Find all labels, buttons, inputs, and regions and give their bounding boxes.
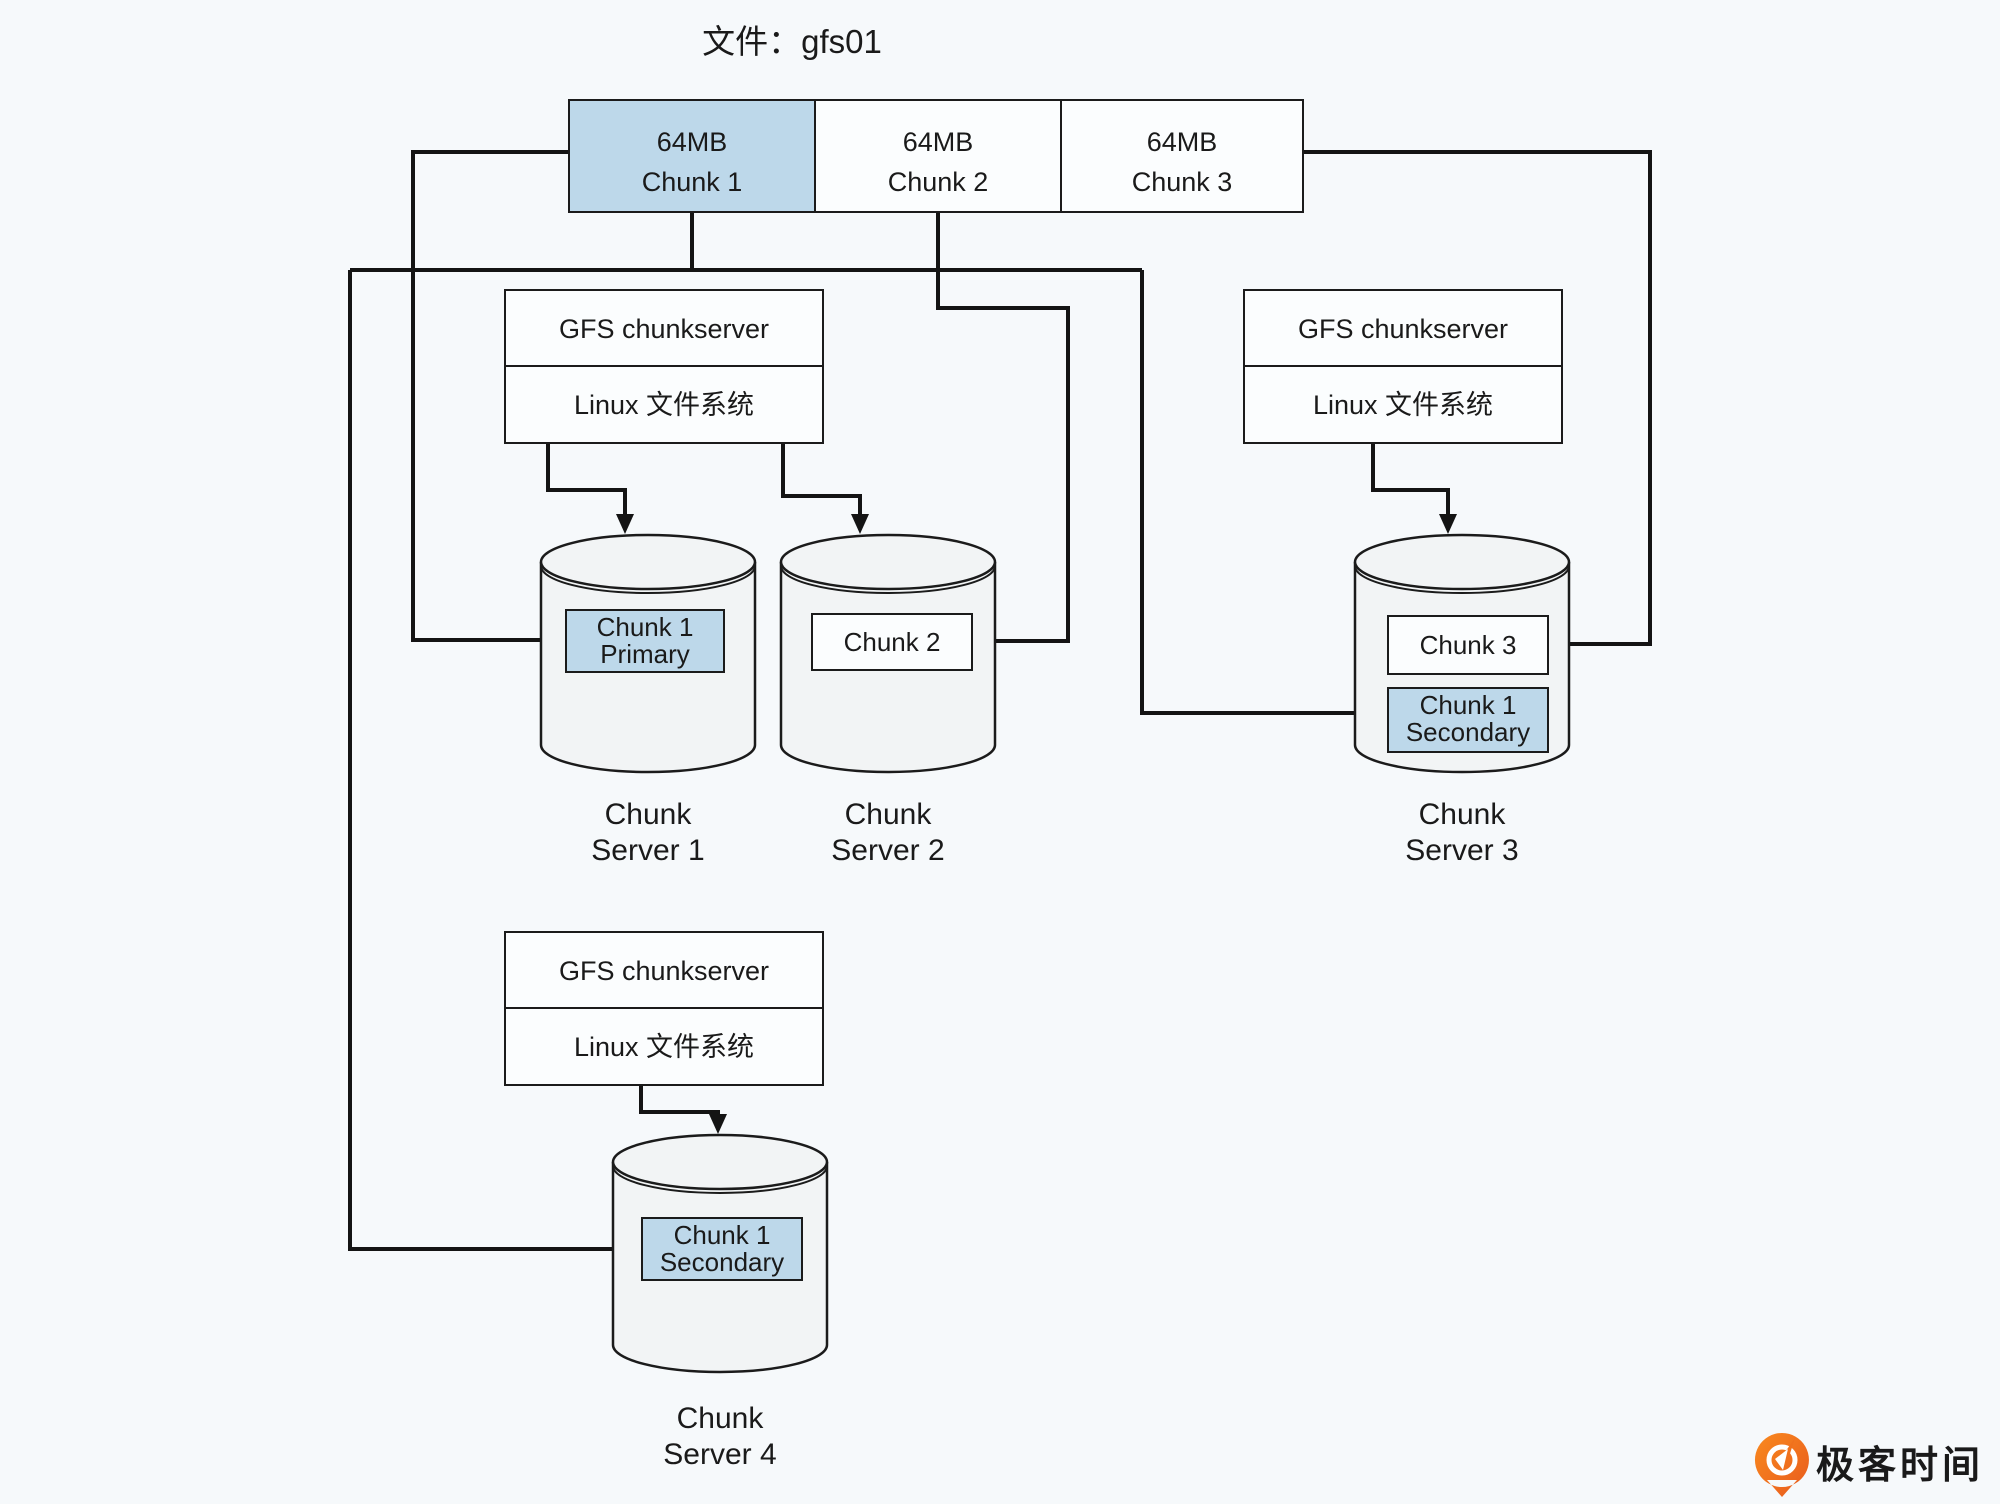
server4-chunk-line2: Secondary bbox=[660, 1247, 784, 1277]
chunk-3-size: 64MB bbox=[1147, 127, 1218, 157]
chunk-2-label: Chunk 2 bbox=[888, 167, 989, 197]
disk-cylinder-rim-icon bbox=[1354, 565, 1570, 594]
disk-cylinder-lid-icon bbox=[539, 533, 757, 591]
connector-gfs-c-to-disk4 bbox=[639, 1085, 720, 1114]
server4-chunk1-secondary-box bbox=[641, 1217, 803, 1281]
disk-cylinder-rim-icon bbox=[612, 1165, 828, 1194]
gfs-chunkserver-box-b: GFS chunkserver Linux 文件系统 bbox=[1243, 289, 1563, 444]
arrowhead-down-icon bbox=[851, 514, 869, 534]
chunk-server-3-disk: Chunk 3 Chunk 1 Secondary Chunk Server 3 bbox=[1353, 533, 1571, 867]
server3-name-line2: Server 3 bbox=[1405, 834, 1518, 867]
gfs-box-b-row2: Linux 文件系统 bbox=[1313, 390, 1493, 420]
geektime-logo-text: 极客时间 bbox=[1816, 1444, 1984, 1487]
chunk-1-cell: 64MB Chunk 1 bbox=[568, 99, 816, 213]
chunk-server-2-disk: Chunk 2 Chunk Server 2 bbox=[779, 533, 997, 867]
server1-chunk1-primary-box bbox=[565, 609, 725, 673]
server1-chunk-line1: Chunk 1 bbox=[597, 612, 694, 642]
server1-chunk-line2: Primary bbox=[600, 639, 690, 669]
chunk-1-cell-rect bbox=[568, 99, 816, 213]
server2-chunk2-box bbox=[811, 613, 973, 671]
connector-chunk1-to-server1-primary bbox=[411, 150, 569, 642]
gfs-box-b-row1: GFS chunkserver bbox=[1298, 314, 1508, 344]
server3-chunk3-box bbox=[1387, 615, 1549, 675]
disk-cylinder-lid-icon bbox=[1353, 533, 1571, 591]
gfs-box-c-row2: Linux 文件系统 bbox=[574, 1032, 754, 1062]
server1-name-line1: Chunk bbox=[605, 798, 693, 831]
connector-bus-to-server4-secondary bbox=[348, 270, 622, 1251]
chunk-2-cell-rect bbox=[814, 99, 1062, 213]
arrowhead-down-icon bbox=[709, 1114, 727, 1134]
connector-chunk2-to-server2 bbox=[936, 212, 1070, 643]
file-chunk-bar: 64MB Chunk 1 64MB Chunk 2 64MB Chunk 3 bbox=[568, 99, 1304, 213]
chunk-server-1-disk: Chunk 1 Primary Chunk Server 1 bbox=[539, 533, 757, 867]
server1-name-line2: Server 1 bbox=[591, 834, 704, 867]
server2-name-line2: Server 2 bbox=[831, 834, 944, 867]
geektime-ring-icon bbox=[1766, 1444, 1798, 1476]
server3-name-line1: Chunk bbox=[1419, 798, 1507, 831]
disk-cylinder-rim-icon bbox=[780, 565, 996, 594]
server3-chunk-top-line1: Chunk 3 bbox=[1420, 630, 1517, 660]
diagram-title: 文件：gfs01 bbox=[702, 23, 882, 60]
connector-chunk3-to-server3 bbox=[1303, 150, 1652, 646]
chunk-1-size: 64MB bbox=[657, 127, 728, 157]
chunk-1-label: Chunk 1 bbox=[642, 167, 743, 197]
geektime-logo: 极客时间 bbox=[1754, 1433, 1984, 1497]
server4-chunk-line1: Chunk 1 bbox=[674, 1220, 771, 1250]
server2-name-line1: Chunk bbox=[845, 798, 933, 831]
server2-chunk-line1: Chunk 2 bbox=[844, 627, 941, 657]
connector-bus-to-server3-secondary bbox=[1140, 270, 1363, 715]
geektime-needle-tip-icon bbox=[1775, 1449, 1788, 1470]
chunk-3-label: Chunk 3 bbox=[1132, 167, 1233, 197]
gfs-chunkserver-box-c: GFS chunkserver Linux 文件系统 bbox=[504, 931, 824, 1086]
server3-chunk-bottom-line2: Secondary bbox=[1406, 717, 1530, 747]
chunk-2-size: 64MB bbox=[903, 127, 974, 157]
server3-chunk1-secondary-box bbox=[1387, 687, 1549, 753]
arrowhead-down-icon bbox=[1439, 514, 1457, 534]
gfs-box-a-row2: Linux 文件系统 bbox=[574, 390, 754, 420]
gfs-chunkserver-box-a: GFS chunkserver Linux 文件系统 bbox=[504, 289, 824, 444]
disk-cylinder-lid-icon bbox=[779, 533, 997, 591]
arrowhead-down-icon bbox=[616, 514, 634, 534]
chunk-server-4-disk: Chunk 1 Secondary Chunk Server 4 bbox=[611, 1133, 829, 1471]
server4-name-line1: Chunk bbox=[677, 1402, 765, 1435]
chunk-3-cell: 64MB Chunk 3 bbox=[1060, 99, 1304, 213]
connector-gfs-a-to-disk1 bbox=[546, 443, 627, 514]
connector-gfs-a-to-disk2 bbox=[781, 443, 862, 514]
chunk-3-cell-rect bbox=[1060, 99, 1304, 213]
disk-cylinder-lid-icon bbox=[611, 1133, 829, 1191]
disk-cylinder-rim-icon bbox=[540, 565, 756, 594]
server4-name-line2: Server 4 bbox=[663, 1438, 776, 1471]
gfs-box-a-row1: GFS chunkserver bbox=[559, 314, 769, 344]
chunk-2-cell: 64MB Chunk 2 bbox=[814, 99, 1062, 213]
server3-chunk-bottom-line1: Chunk 1 bbox=[1420, 690, 1517, 720]
gfs-box-c-row1: GFS chunkserver bbox=[559, 956, 769, 986]
connector-gfs-b-to-disk3 bbox=[1371, 443, 1450, 514]
